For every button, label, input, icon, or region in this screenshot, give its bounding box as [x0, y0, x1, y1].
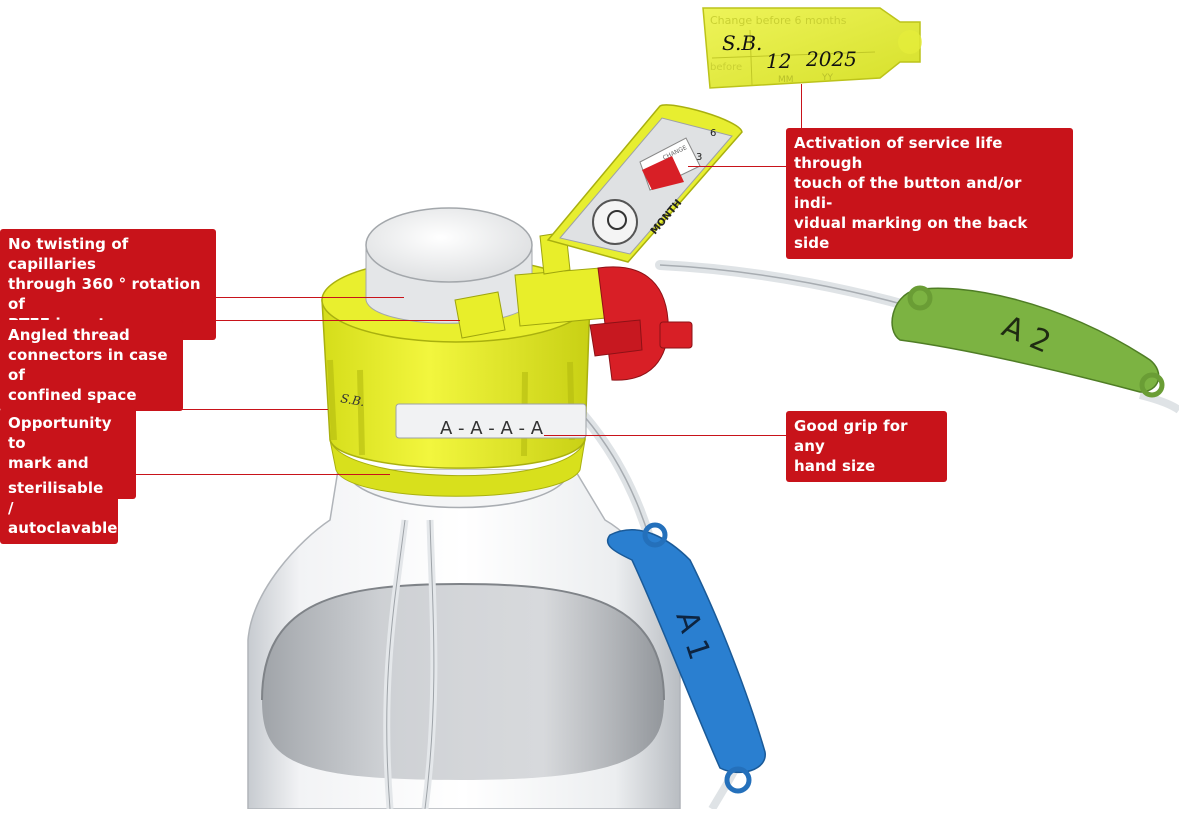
indicator-6: 6 — [710, 128, 716, 139]
callout-good-grip: Good grip for any hand size — [786, 411, 947, 482]
leader-line-tag — [801, 84, 802, 128]
indicator-3: 3 — [696, 152, 702, 163]
callout-activation: Activation of service life through touch… — [786, 128, 1073, 259]
callout-angled-connectors: Angled thread connectors in case of conf… — [0, 320, 183, 411]
tag-printed-left: before — [710, 62, 742, 73]
green-label — [891, 285, 1165, 398]
angled-connectors — [454, 231, 693, 381]
leader-line-angled — [182, 320, 460, 321]
leader-line-capillaries — [216, 297, 404, 298]
white-cap-insert — [365, 207, 533, 324]
cap-initials: S.B. — [339, 391, 365, 409]
leader-line-sterile — [118, 474, 390, 475]
glass-bottle — [247, 469, 681, 810]
tag-year: 2025 — [805, 47, 857, 71]
tag-initials: S.B. — [722, 31, 762, 55]
service-life-indicator — [546, 104, 743, 263]
blue-label — [606, 522, 766, 794]
leader-line-grip — [544, 435, 786, 436]
cap-band-text: A - A - A - A — [440, 418, 544, 439]
tag-printed-top: Change before 6 months — [710, 14, 847, 27]
tag-col-yy: YY — [821, 73, 833, 83]
tag-col-mm: MM — [778, 75, 794, 85]
tag-month: 12 — [766, 49, 791, 73]
yellow-marking-tag — [702, 7, 922, 89]
leader-line-mark — [136, 409, 328, 410]
callout-sterilisable: sterilisable / autoclavable — [0, 473, 118, 544]
leader-line-activation — [688, 166, 786, 167]
